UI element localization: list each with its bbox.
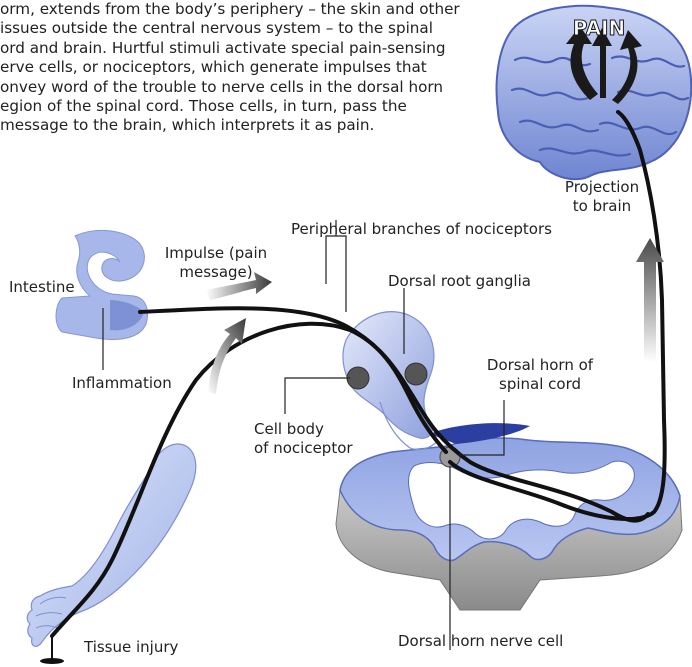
- brain-word-pain: PAIN: [573, 16, 625, 40]
- label-dorsal-horn-of-spinal-cord: Dorsal horn of spinal cord: [484, 356, 596, 394]
- label-projection: Projection to brain: [560, 178, 644, 216]
- label-cell-body: Cell body of nociceptor: [254, 420, 353, 458]
- label-peripheral-branches: Peripheral branches of nociceptors: [291, 220, 552, 239]
- label-dorsal-horn-line2: spinal cord: [484, 375, 596, 394]
- leg-foot-illustration: [27, 444, 196, 664]
- label-impulse-line2: message): [160, 263, 272, 282]
- label-cell-body-line1: Cell body: [254, 420, 353, 439]
- label-cell-body-line2: of nociceptor: [254, 439, 353, 458]
- label-tissue-injury: Tissue injury: [84, 638, 178, 657]
- label-impulse: Impulse (pain message): [160, 244, 272, 282]
- label-dorsal-horn-line1: Dorsal horn of: [484, 356, 596, 375]
- label-inflammation: Inflammation: [72, 374, 172, 393]
- label-dorsal-root-ganglia: Dorsal root ganglia: [388, 272, 531, 291]
- ganglion-cell-body: [405, 363, 427, 385]
- cell-body-nociceptor: [347, 367, 369, 389]
- spinal-cord-illustration: [336, 423, 682, 610]
- brain-illustration: PAIN: [497, 6, 692, 179]
- label-projection-line2: to brain: [560, 197, 644, 216]
- label-impulse-line1: Impulse (pain: [160, 244, 272, 263]
- impulse-arrow-diagonal: [208, 318, 246, 394]
- label-projection-line1: Projection: [560, 178, 644, 197]
- label-dorsal-horn-nerve-cell: Dorsal horn nerve cell: [398, 632, 563, 651]
- projection-arrow-up: [636, 238, 664, 362]
- label-intestine: Intestine: [9, 278, 75, 297]
